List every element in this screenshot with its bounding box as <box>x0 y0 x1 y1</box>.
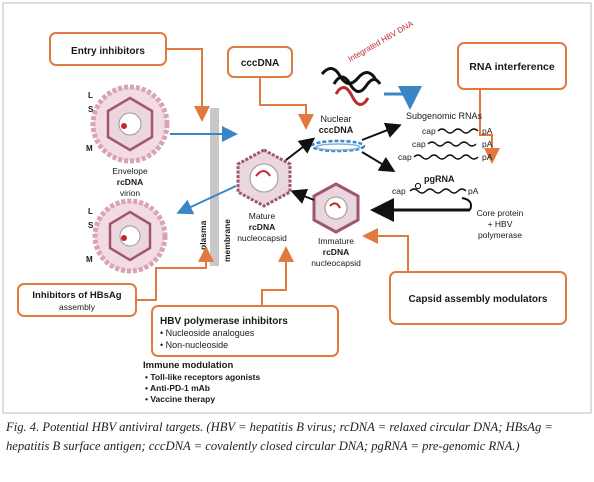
capsid-modulators-box <box>389 271 567 325</box>
pgrna-arrow-curve <box>461 197 472 211</box>
immune-item-2: • Anti-PD-1 mAb <box>145 383 210 393</box>
envelope-rcdna-label: rcDNA <box>117 177 143 187</box>
integrated-to-subgenomic-arrow <box>384 86 422 110</box>
polymerase-inhibitors-box <box>151 305 339 357</box>
hbsag-inhibitor-arrow <box>136 246 214 301</box>
polymerase-item-2: • Non-nucleoside <box>160 340 228 350</box>
capsid-modulators-label: Capsid assembly modulators <box>409 294 548 305</box>
virion-release-arrow <box>176 185 237 215</box>
hbsag-assembly-label: assembly <box>59 302 96 312</box>
hbv-lifecycle-diagram: plasma membrane Entry inhibitors cccDNA … <box>2 2 592 414</box>
integrated-dna-strand-2 <box>332 75 382 93</box>
svg-text:cap: cap <box>392 186 406 196</box>
svg-text:pA: pA <box>482 126 493 136</box>
virion-top-M: M <box>86 144 93 153</box>
cccdna-to-subgenomic-arrow <box>361 122 402 141</box>
cccdna-ring-inner <box>315 143 361 151</box>
pgrna-label: pgRNA <box>424 174 455 184</box>
mature-label: Mature <box>249 211 276 221</box>
plasma-membrane-bar <box>210 108 219 266</box>
polymerase-inhibitors-title: HBV polymerase inhibitors <box>160 316 288 327</box>
virion-label: virion <box>120 188 141 198</box>
pgrna-strand: cap pA <box>392 182 479 196</box>
immature-nucleocapsid-label: nucleocapsid <box>311 258 361 268</box>
mature-rcdna-label: rcDNA <box>249 222 275 232</box>
svg-text:cap: cap <box>412 139 426 149</box>
envelope-label: Envelope <box>112 166 148 176</box>
plasma-label: plasma <box>198 220 208 250</box>
polymerase-label: polymerase <box>478 230 522 240</box>
rna-interference-box <box>457 42 567 90</box>
virion-bottom-S: S <box>88 221 94 230</box>
svg-text:pA: pA <box>482 152 493 162</box>
figure-caption: Fig. 4. Potential HBV antiviral targets.… <box>6 420 553 453</box>
mature-nucleocapsid-label: nucleocapsid <box>237 233 287 243</box>
immune-title: Immune modulation <box>143 360 233 371</box>
mature-nucleocapsid <box>236 148 292 208</box>
virion-bottom-M: M <box>86 255 93 264</box>
immune-item-1: • Toll-like receptors agonists <box>145 372 261 382</box>
virion-top-L: L <box>88 91 93 100</box>
svg-text:cap: cap <box>422 126 436 136</box>
integrated-dna-label: Integrated HBV DNA <box>347 19 416 64</box>
rna-interference-arrow <box>479 89 500 164</box>
virion-top-S: S <box>88 105 94 114</box>
immature-rcdna-label: rcDNA <box>323 247 349 257</box>
subgenomic-rna-2: cap pA <box>412 139 493 149</box>
figure-frame <box>2 2 592 414</box>
svg-text:pA: pA <box>482 139 493 149</box>
envelope-virion-top <box>90 84 170 164</box>
envelope-virion-bottom <box>92 198 168 274</box>
polymerase-item-1: • Nucleoside analogues <box>160 328 255 338</box>
cccdna-to-pgrna-arrow <box>361 151 396 173</box>
subgenomic-rna-1: cap pA <box>422 126 493 136</box>
svg-text:cap: cap <box>398 152 412 162</box>
hbv-label: + HBV <box>488 219 513 229</box>
hbsag-inhibitors-label: Inhibitors of HBsAg <box>32 290 121 301</box>
cccdna-box-label: cccDNA <box>241 58 279 69</box>
nuclear-label: Nuclear <box>320 114 351 124</box>
nuclear-cccdna-label: cccDNA <box>319 125 354 135</box>
svg-text:pA: pA <box>468 186 479 196</box>
entry-inhibitor-arrow <box>166 48 210 122</box>
immature-label: Immature <box>318 236 354 246</box>
core-protein-label: Core protein <box>477 208 524 218</box>
immature-to-mature-arrow <box>290 189 315 204</box>
mature-to-nucleus-arrow <box>285 137 316 161</box>
cccdna-inhibitor-arrow <box>259 77 314 130</box>
subgenomic-rnas-label: Subgenomic RNAs <box>406 111 483 121</box>
rna-interference-label: RNA interference <box>469 61 555 73</box>
integrated-dna-red-strand <box>334 86 370 106</box>
immune-item-3: • Vaccine therapy <box>145 394 215 404</box>
membrane-label: membrane <box>222 219 232 262</box>
immature-nucleocapsid <box>312 182 360 234</box>
capsid-modulator-arrow <box>362 228 409 272</box>
polymerase-inhibitor-arrow <box>261 246 294 306</box>
subgenomic-rna-3: cap pA <box>398 152 493 162</box>
entry-inhibitors-label: Entry inhibitors <box>71 46 145 57</box>
virion-bottom-L: L <box>88 207 93 216</box>
